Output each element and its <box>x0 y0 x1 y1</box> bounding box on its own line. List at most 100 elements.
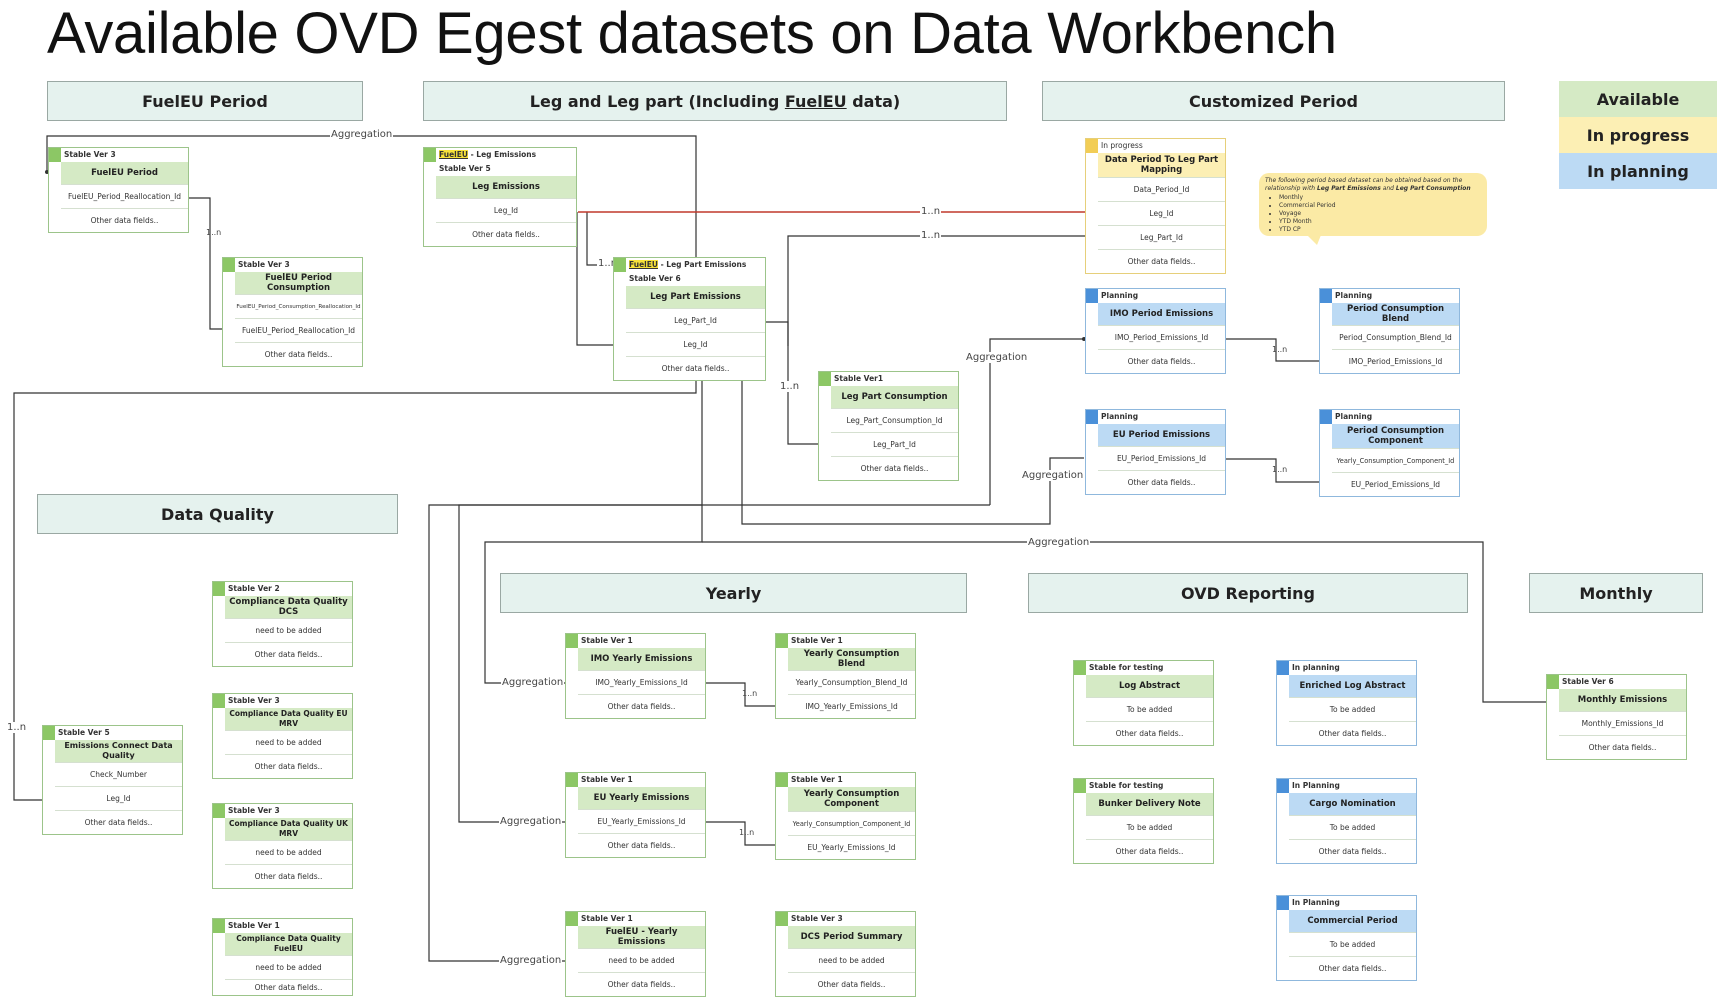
entity-version: Stable Ver 6 <box>1562 677 1614 686</box>
entity-leg-part-consumption[interactable]: Stable Ver1 Leg Part Consumption PKLeg_P… <box>818 371 959 481</box>
pk-field: need to be added <box>255 963 322 972</box>
pk-field: FuelEU_Period_Consumption_Reallocation_I… <box>236 303 361 310</box>
entity-commercial-period[interactable]: In Planning Commercial Period PKTo be ad… <box>1276 895 1417 981</box>
note-bold-1: Leg Part Emissions <box>1316 185 1381 192</box>
entity-cdq-dcs[interactable]: Stable Ver 2 Compliance Data Quality DCS… <box>212 581 353 667</box>
aggregation-label: Aggregation <box>1021 470 1085 481</box>
entity-emissions-connect-dq[interactable]: Stable Ver 5 Emissions Connect Data Qual… <box>42 725 183 835</box>
entity-dcs-period-summary[interactable]: Stable Ver 3 DCS Period Summary PKneed t… <box>775 911 916 997</box>
entity-period-consumption-component[interactable]: Planning Period Consumption Component PK… <box>1319 409 1460 497</box>
entity-bunker-delivery-note[interactable]: Stable for testing Bunker Delivery Note … <box>1073 778 1214 864</box>
pk-field: need to be added <box>255 738 322 747</box>
entity-version: Stable Ver 3 <box>228 696 280 705</box>
entity-eu-period-emissions[interactable]: Planning EU Period Emissions PKEU_Period… <box>1085 409 1226 495</box>
entity-log-abstract[interactable]: Stable for testing Log Abstract PKTo be … <box>1073 660 1214 746</box>
entity-yearly-consumption-component[interactable]: Stable Ver 1 Yearly Consumption Componen… <box>775 772 916 860</box>
pk-field: To be added <box>1329 940 1376 949</box>
entity-title: Emissions Connect Data Quality <box>55 740 182 762</box>
section-ovd-reporting: OVD Reporting <box>1028 573 1468 613</box>
section-customized-period: Customized Period <box>1042 81 1505 121</box>
note-mid: and <box>1380 185 1396 192</box>
fueleu-tag: FuelEU <box>629 260 658 269</box>
entity-leg-part-emissions[interactable]: FuelEU - Leg Part Emissions Stable Ver 6… <box>613 257 766 381</box>
entity-title: Data Period To Leg Part Mapping <box>1098 153 1225 177</box>
aggregation-label: Aggregation <box>330 129 394 140</box>
field: IMO_Yearly_Emissions_Id <box>805 702 898 711</box>
entity-title: EU Yearly Emissions <box>578 787 705 809</box>
section-leg-prefix: Leg and Leg part (Including <box>529 91 785 111</box>
note-item: YTD CP <box>1279 226 1481 234</box>
entity-imo-yearly-emissions[interactable]: Stable Ver 1 IMO Yearly Emissions PKIMO_… <box>565 633 706 719</box>
connector-legpart-to-mapping <box>787 235 1090 346</box>
entity-period-consumption-blend[interactable]: Planning Period Consumption Blend PKPeri… <box>1319 288 1460 374</box>
other-fields: Other data fields.. <box>1318 964 1387 973</box>
entity-title: Leg Part Consumption <box>831 386 958 408</box>
section-leg-suffix: data) <box>846 91 901 111</box>
aggregation-label: Aggregation <box>499 816 563 827</box>
field: FuelEU_Period_Reallocation_Id <box>241 326 356 335</box>
page-title: Available OVD Egest datasets on Data Wor… <box>47 1 1337 66</box>
entity-version: Planning <box>1335 412 1373 421</box>
cardinality-label: 1..n <box>597 258 619 269</box>
entity-yearly-consumption-blend[interactable]: Stable Ver 1 Yearly Consumption Blend PK… <box>775 633 916 719</box>
entity-version: Stable for testing <box>1089 663 1164 672</box>
fueleu-tag: FuelEU <box>439 150 468 159</box>
entity-version: Stable Ver 3 <box>64 150 116 159</box>
pk-field: To be added <box>1329 823 1376 832</box>
entity-cdq-eu-mrv[interactable]: Stable Ver 3 Compliance Data Quality EU … <box>212 693 353 779</box>
entity-data-period-mapping[interactable]: In progress Data Period To Leg Part Mapp… <box>1085 138 1226 274</box>
entity-title: EU Period Emissions <box>1098 424 1225 446</box>
entity-version: Stable Ver 6 <box>629 274 681 283</box>
entity-cdq-fueleu[interactable]: Stable Ver 1 Compliance Data Quality Fue… <box>212 918 353 996</box>
entity-fueleu-yearly-emissions[interactable]: Stable Ver 1 FuelEU - Yearly Emissions P… <box>565 911 706 997</box>
entity-leg-emissions[interactable]: FuelEU - Leg Emissions Stable Ver 5 Leg … <box>423 147 577 247</box>
pk-field: need to be added <box>255 626 322 635</box>
entity-eu-yearly-emissions[interactable]: Stable Ver 1 EU Yearly Emissions PKEU_Ye… <box>565 772 706 858</box>
entity-version: Planning <box>1335 291 1373 300</box>
entity-fueleu-period-consumption[interactable]: Stable Ver 3 FuelEU Period Consumption P… <box>222 257 363 367</box>
entity-version: Stable Ver 5 <box>439 164 491 173</box>
section-fueleu-period: FuelEU Period <box>47 81 363 121</box>
entity-title: FuelEU - Yearly Emissions <box>578 926 705 948</box>
pk-field: Data_Period_Id <box>1133 185 1190 194</box>
other-fields: Other data fields.. <box>1588 743 1657 752</box>
connector-agg-fueleu-yearly <box>428 504 990 962</box>
pk-field: IMO_Yearly_Emissions_Id <box>595 678 688 687</box>
entity-cdq-uk-mrv[interactable]: Stable Ver 3 Compliance Data Quality UK … <box>212 803 353 889</box>
entity-version: Stable Ver 3 <box>791 914 843 923</box>
entity-title: Commercial Period <box>1289 910 1416 932</box>
entity-title: Enriched Log Abstract <box>1289 675 1416 697</box>
entity-version: Stable Ver 5 <box>58 728 110 737</box>
entity-monthly-emissions[interactable]: Stable Ver 6 Monthly Emissions PKMonthly… <box>1546 674 1687 760</box>
entity-title: Log Abstract <box>1086 675 1213 697</box>
other-fields: Other data fields.. <box>1115 729 1184 738</box>
connector-fueleu-aggregation <box>13 135 697 801</box>
connector-eu-yearly-component <box>705 821 776 846</box>
entity-title: Compliance Data Quality UK MRV <box>225 818 352 840</box>
entity-title: Cargo Nomination <box>1289 793 1416 815</box>
aggregation-label: Aggregation <box>965 352 1029 363</box>
entity-title: Yearly Consumption Blend <box>788 648 915 670</box>
aggregation-label: Aggregation <box>501 677 565 688</box>
entity-version: In planning <box>1292 663 1340 672</box>
pk-field: Period_Consumption_Blend_Id <box>1339 333 1452 342</box>
entity-title: Period Consumption Blend <box>1332 303 1459 325</box>
other-fields: Other data fields.. <box>84 818 153 827</box>
cardinality-label: 1..n <box>6 722 28 733</box>
entity-version: Planning <box>1101 291 1139 300</box>
entity-fueleu-period[interactable]: Stable Ver 3 FuelEU Period PKFuelEU_Peri… <box>48 147 189 233</box>
note-item: Voyage <box>1279 210 1481 218</box>
note-intro: The following period based dataset can b… <box>1265 177 1463 192</box>
entity-enriched-log-abstract[interactable]: In planning Enriched Log Abstract PKTo b… <box>1276 660 1417 746</box>
entity-title: IMO Period Emissions <box>1098 303 1225 325</box>
pk-field: To be added <box>1329 705 1376 714</box>
section-yearly: Yearly <box>500 573 967 613</box>
entity-cargo-nomination[interactable]: In Planning Cargo Nomination PKTo be add… <box>1276 778 1417 864</box>
entity-imo-period-emissions[interactable]: Planning IMO Period Emissions PKIMO_Peri… <box>1085 288 1226 374</box>
entity-version: Stable Ver 1 <box>581 775 633 784</box>
entity-title: FuelEU Period Consumption <box>235 272 362 294</box>
pk-field: Leg_Id <box>493 206 519 215</box>
other-fields: Other data fields.. <box>1318 729 1387 738</box>
entity-title: Compliance Data Quality FuelEU <box>225 933 352 955</box>
